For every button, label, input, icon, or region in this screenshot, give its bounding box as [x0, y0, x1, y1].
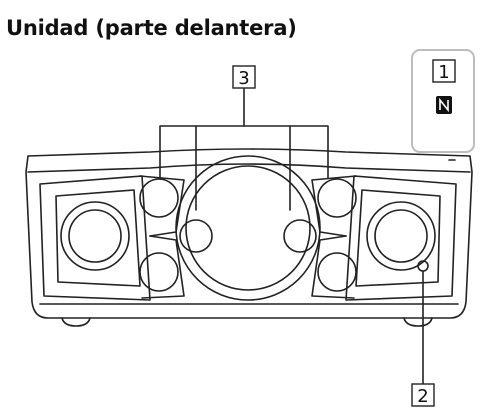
left-light-frame-lower — [141, 235, 185, 299]
left-woofer-outer — [60, 201, 130, 271]
speaker-body-outline — [25, 148, 473, 319]
callout-1-number: 1 — [438, 62, 449, 83]
front-sensor — [417, 260, 429, 272]
left-light-upper — [139, 178, 179, 218]
right-light-frame-lower — [311, 235, 355, 299]
page-title: Unidad (parte delantera) — [6, 16, 297, 40]
right-side-panel — [345, 175, 457, 301]
callout-1-box — [432, 59, 456, 83]
top-ridge — [27, 163, 471, 173]
right-light-upper — [317, 178, 357, 218]
right-light-frame-upper — [311, 175, 357, 237]
nfc-icon — [436, 96, 452, 114]
callout-1-frame — [411, 49, 475, 153]
right-side-inner — [355, 189, 441, 287]
right-light-middle — [283, 219, 317, 253]
left-light-lower — [139, 252, 179, 292]
left-side-panel — [39, 175, 151, 301]
left-side-inner — [55, 189, 141, 287]
callout-3-box — [232, 65, 256, 89]
callout-2-number: 2 — [417, 386, 428, 407]
left-woofer-inner — [68, 209, 122, 263]
left-light-middle — [179, 219, 213, 253]
callout-3-number: 3 — [238, 68, 249, 89]
right-light-lower — [317, 252, 357, 292]
left-light-frame-upper — [139, 175, 185, 237]
right-woofer-outer — [366, 201, 436, 271]
center-driver-outer — [175, 155, 321, 301]
right-woofer-inner — [374, 209, 428, 263]
callout-3-bracket — [159, 125, 329, 179]
left-foot — [61, 317, 91, 327]
center-driver-inner — [185, 165, 311, 291]
right-foot — [403, 317, 433, 327]
callout-2-box — [411, 383, 435, 407]
